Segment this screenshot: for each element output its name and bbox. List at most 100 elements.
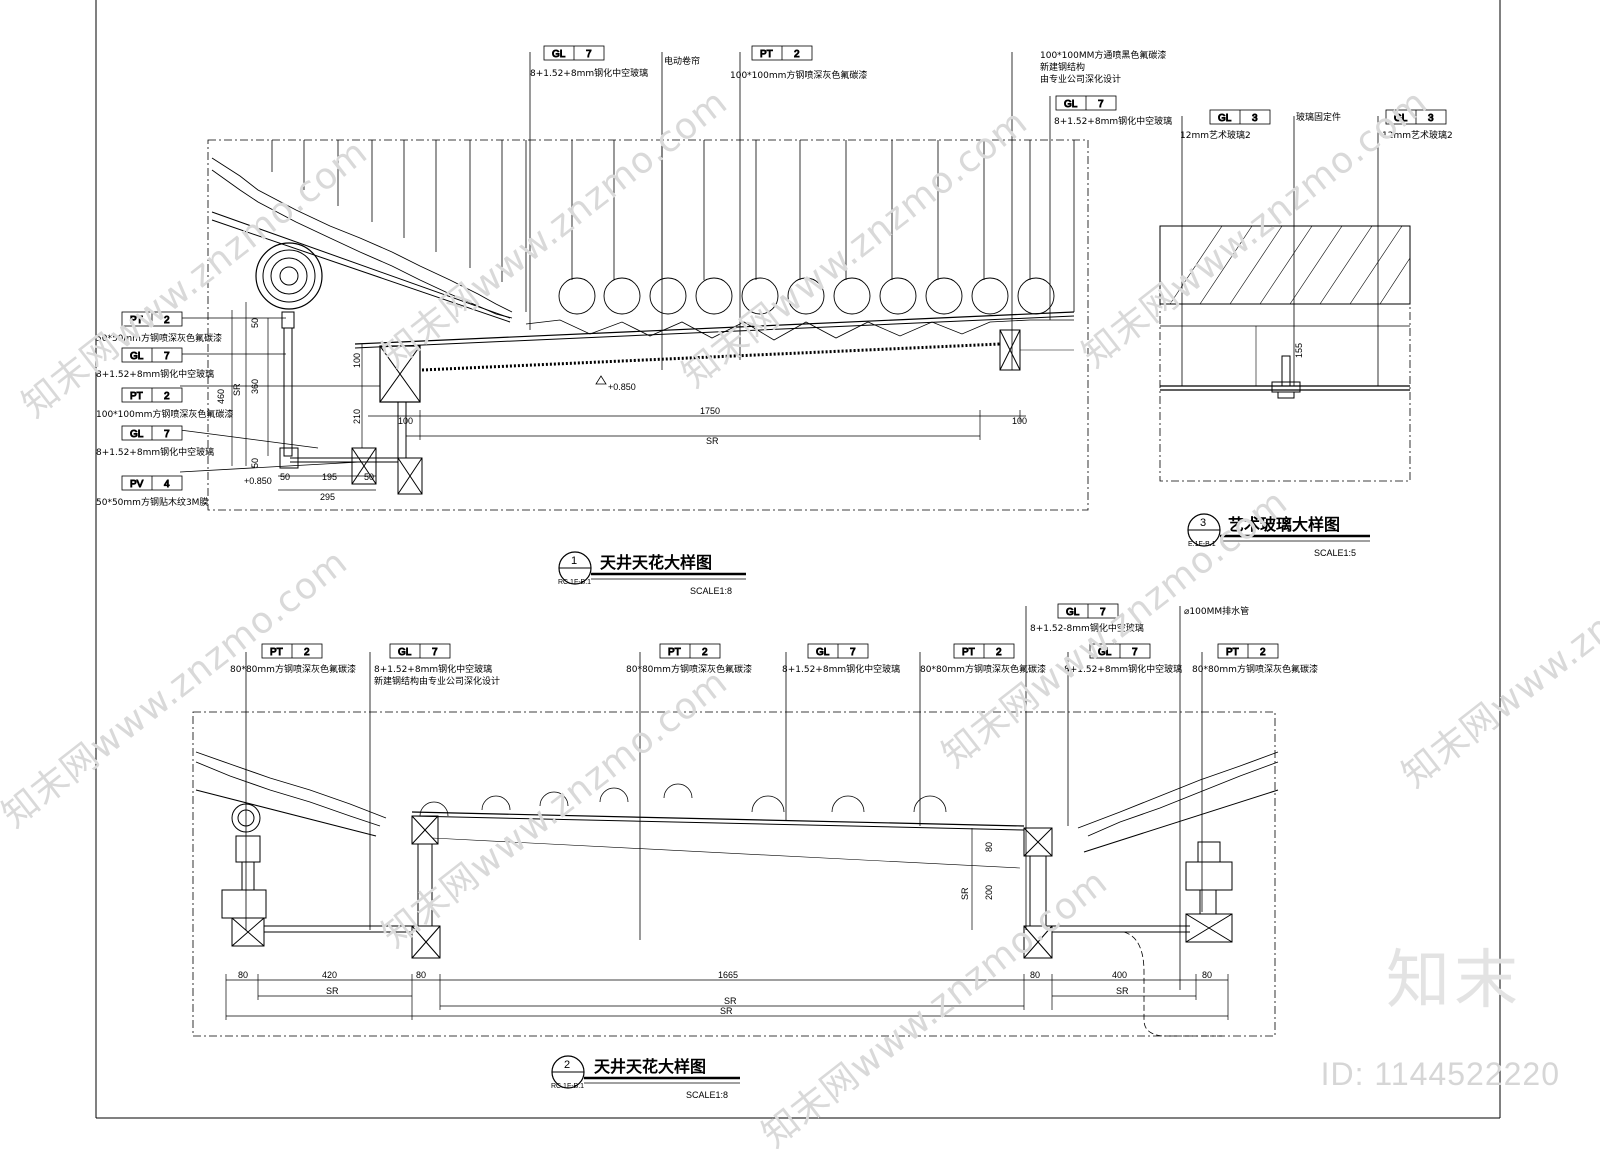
d2-t7-note: 8+1.52-8mm钢化中空玻璃 [1030, 622, 1144, 634]
d2-t1-note: 80*80mm方钢喷深灰色氟碳漆 [230, 663, 356, 675]
d2-t8-note: 80*80mm方钢喷深灰色氟碳漆 [1192, 663, 1318, 675]
d3-dim-155: 155 [1294, 343, 1304, 358]
d2-dim-1665: 1665 [718, 970, 738, 980]
tag-code: GL [1066, 607, 1080, 618]
tag-number: 2 [794, 49, 800, 60]
d2-dim-vsr: SR [960, 887, 970, 900]
tag-code: GL [1394, 113, 1408, 124]
d2-dim-sr1: SR [326, 986, 339, 996]
cad-sheet: GL7PT2GL7PT2GL7PT2GL7PV4GL3GL3PT2GL7PT2G… [95, 0, 1501, 1119]
d1-dim-vsr: SR [232, 383, 242, 396]
tag-number: 7 [850, 647, 856, 658]
title-marker-3 [1187, 513, 1370, 547]
d2-t6-note: 8+1.52+8mm钢化中空玻璃 [1064, 663, 1182, 675]
title-3-scale: SCALE1:5 [1314, 548, 1356, 558]
d1-dim-h295: 295 [320, 492, 335, 502]
tag-number: 4 [164, 479, 170, 490]
d1-dim-100b: 100 [1012, 416, 1027, 426]
d1-right-note-2: 新建钢结构 [1040, 61, 1085, 73]
material-tag-d3_tags-left_gl3: GL 3 [1209, 109, 1271, 125]
tag-code: PT [270, 647, 283, 658]
d1-dim-h50a: 50 [280, 472, 290, 482]
d2-t2-note: 8+1.52+8mm钢化中空玻璃 [374, 663, 492, 675]
tag-code: GL [398, 647, 412, 658]
d1-dim-h50b: 50 [364, 472, 374, 482]
d1-dim-sr: SR [706, 436, 719, 446]
detail-2-dimensions [225, 828, 1229, 1020]
tag-number: 7 [164, 429, 170, 440]
d1-right-note-1: 100*100MM方通喷黑色氟碳漆 [1040, 49, 1166, 61]
d1-dim-1750: 1750 [700, 406, 720, 416]
d1-dim-100a: 100 [398, 416, 413, 426]
d2-dim-80c: 80 [1030, 970, 1040, 980]
d1-left-pt2a-note: 50*50mm方钢喷深灰色氟碳漆 [96, 332, 222, 344]
d1-curtain-note: 电动卷帘 [664, 55, 700, 67]
d1-dim-v100: 100 [352, 353, 362, 368]
d1-level: +0.850 [608, 382, 636, 392]
d2-dim-420: 420 [322, 970, 337, 980]
material-tag-d2_tags-t4: GL 7 [807, 643, 869, 659]
tag-number: 2 [702, 647, 708, 658]
d2-t3-note: 80*80mm方钢喷深灰色氟碳漆 [626, 663, 752, 675]
d2-dim-80b: 80 [416, 970, 426, 980]
tag-code: PT [760, 49, 773, 60]
d1-dim-v50b: 50 [250, 458, 260, 468]
tag-number: 7 [1098, 99, 1104, 110]
tag-number: 2 [164, 315, 170, 326]
detail-2-leaders [245, 606, 1203, 990]
material-tag-d2_tags-t2: GL 7 [389, 643, 451, 659]
d1-dim-v460: 460 [216, 389, 226, 404]
d1-dim-v210: 210 [352, 409, 362, 424]
tag-code: PT [130, 391, 143, 402]
d2-dim-80d: 80 [1202, 970, 1212, 980]
d1-top-pt2-note: 100*100mm方钢喷深灰色氟碳漆 [730, 69, 867, 81]
tag-code: GL [1218, 113, 1232, 124]
d2-dim-80a: 80 [238, 970, 248, 980]
tag-number: 7 [432, 647, 438, 658]
d1-top-gl7-note: 8+1.52+8mm钢化中空玻璃 [530, 67, 648, 79]
d1-dim-v360: 360 [250, 379, 260, 394]
tag-number: 2 [164, 391, 170, 402]
title-1: 天井天花大样图 [600, 553, 712, 572]
d2-t4-note: 8+1.52+8mm钢化中空玻璃 [782, 663, 900, 675]
tag-number: 2 [1260, 647, 1266, 658]
tag-number: 7 [586, 49, 592, 60]
d2-dim-sr2: SR [724, 996, 737, 1006]
title-2: 天井天花大样图 [594, 1057, 706, 1076]
title-3-number: 3 [1200, 517, 1206, 529]
brand-logo-text: 知末 [1386, 944, 1522, 1018]
detail-3-leaders [1181, 116, 1379, 386]
title-2-scale: SCALE1:8 [686, 1090, 728, 1100]
d2-dim-v200: 200 [984, 885, 994, 900]
tag-code: PT [962, 647, 975, 658]
d1-left-pt2b-note: 100*100mm方钢喷深灰色氟碳漆 [96, 408, 233, 420]
d3-left-gl3-note: 12mm艺术玻璃2 [1180, 129, 1251, 141]
tag-code: GL [1098, 647, 1112, 658]
tag-code: PT [130, 315, 143, 326]
d1-left-pv4-note: 50*50mm方钢贴木纹3M膜 [96, 496, 208, 508]
tag-number: 3 [1252, 113, 1258, 124]
title-2-ref: RC.1F-B.1 [551, 1083, 584, 1090]
tag-code: GL [130, 351, 144, 362]
d2-dim-sr3: SR [1116, 986, 1129, 996]
sheet-frame [95, 0, 1501, 1119]
tag-code: GL [816, 647, 830, 658]
detail-1-leaders [179, 52, 1051, 473]
d1-right-note-3: 由专业公司深化设计 [1040, 73, 1121, 85]
tag-number: 3 [1428, 113, 1434, 124]
d1-dim-v50a: 50 [250, 318, 260, 328]
material-tag-d2_tags-t8: PT 2 [1217, 643, 1279, 659]
detail-2-drawing [192, 711, 1279, 1037]
d2-t5-note: 80*80mm方钢喷深灰色氟碳漆 [920, 663, 1046, 675]
tag-code: PT [1226, 647, 1239, 658]
d3-right-gl3-note: 12mm艺术玻璃2 [1382, 129, 1453, 141]
detail-3-drawing [1159, 225, 1411, 482]
